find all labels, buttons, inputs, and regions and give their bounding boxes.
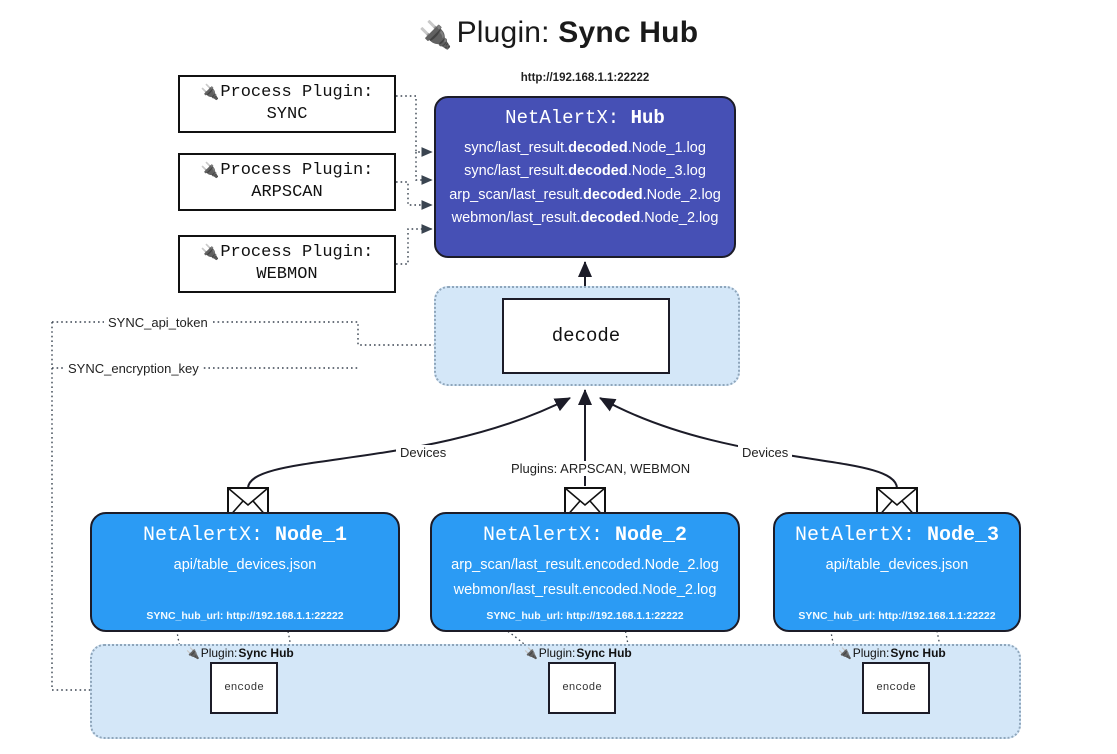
node-line: api/table_devices.json bbox=[825, 557, 969, 573]
plug-icon: 🔌 bbox=[838, 647, 852, 660]
node-hub-url-label: SYNC_hub_url: http://192.168.1.1:22222 bbox=[486, 610, 684, 622]
hub-log-row: webmon/last_result.decoded.Node_2.log bbox=[436, 207, 734, 231]
node-box-node-3[interactable]: NetAlertX: Node_3 api/table_devices.json… bbox=[773, 512, 1021, 632]
hub-log-row: sync/last_result.decoded.Node_3.log bbox=[436, 160, 734, 184]
hub-log-mid: decoded bbox=[568, 163, 628, 179]
node-box-node-1[interactable]: NetAlertX: Node_1 api/table_devices.json… bbox=[90, 512, 400, 632]
node-title-name: Node_1 bbox=[275, 524, 348, 547]
process-plugin-heading: Process Plugin: bbox=[220, 161, 374, 181]
encoder-plugin-label-1: 🔌Plugin: Sync Hub bbox=[186, 646, 294, 660]
hub-log-post: .Node_1.log bbox=[627, 139, 706, 156]
process-plugin-webmon[interactable]: 🔌Process Plugin: WEBMON bbox=[178, 235, 396, 293]
hub-log-row: arp_scan/last_result.decoded.Node_2.log bbox=[436, 183, 734, 207]
hub-title-name: Hub bbox=[630, 107, 665, 129]
edge-label-devices-right: Devices bbox=[738, 445, 793, 460]
plug-icon: 🔌 bbox=[418, 20, 453, 50]
plug-icon: 🔌 bbox=[524, 647, 538, 660]
node-hub-url-label: SYNC_hub_url: http://192.168.1.1:22222 bbox=[146, 610, 344, 622]
plug-icon: 🔌 bbox=[200, 162, 220, 180]
hub-log-post: .Node_2.log bbox=[640, 210, 719, 226]
hub-log-pre: webmon/last_result. bbox=[451, 210, 581, 226]
plug-icon: 🔌 bbox=[200, 244, 220, 262]
node-line: arp_scan/last_result.encoded.Node_2.log bbox=[451, 557, 719, 573]
hub-log-pre: sync/last_result. bbox=[464, 139, 569, 156]
node-line: webmon/last_result.encoded.Node_2.log bbox=[453, 582, 717, 599]
edge-label-encryption-key: SYNC_encryption_key bbox=[64, 361, 203, 376]
process-plugin-name: WEBMON bbox=[256, 265, 318, 284]
encoder-plugin-name: Sync Hub bbox=[890, 646, 946, 660]
hub-log-row: sync/last_result.decoded.Node_1.log bbox=[436, 136, 734, 160]
hub-log-mid: decoded bbox=[568, 139, 628, 156]
hub-box[interactable]: NetAlertX: Hub sync/last_result.decoded.… bbox=[434, 96, 736, 258]
page-title: 🔌Plugin: Sync Hub bbox=[0, 16, 1117, 50]
plug-icon: 🔌 bbox=[200, 84, 220, 102]
plug-icon: 🔌 bbox=[186, 647, 200, 660]
node-box-node-2[interactable]: NetAlertX: Node_2 arp_scan/last_result.e… bbox=[430, 512, 740, 632]
hub-log-pre: sync/last_result. bbox=[464, 163, 569, 179]
node-hub-url-label: SYNC_hub_url: http://192.168.1.1:22222 bbox=[798, 610, 996, 622]
hub-log-post: .Node_2.log bbox=[642, 186, 721, 203]
decode-box[interactable]: decode bbox=[502, 298, 670, 374]
process-plugin-heading: Process Plugin: bbox=[220, 83, 374, 103]
hub-log-mid: decoded bbox=[580, 210, 641, 226]
page-title-prefix: Plugin: bbox=[456, 16, 559, 49]
page-title-name: Sync Hub bbox=[558, 16, 699, 49]
process-plugin-arpscan[interactable]: 🔌Process Plugin: ARPSCAN bbox=[178, 153, 396, 211]
process-plugin-sync[interactable]: 🔌Process Plugin: SYNC bbox=[178, 75, 396, 133]
hub-log-post: .Node_3.log bbox=[627, 163, 706, 179]
node-title-name: Node_2 bbox=[615, 524, 688, 547]
encode-box-1[interactable]: encode bbox=[210, 662, 278, 714]
node-line: api/table_devices.json bbox=[173, 557, 317, 573]
edge-label-devices-left: Devices bbox=[396, 445, 451, 460]
encoder-plugin-name: Sync Hub bbox=[576, 646, 632, 660]
process-plugin-name: ARPSCAN bbox=[251, 183, 323, 202]
encoder-plugin-prefix: Plugin: bbox=[852, 646, 890, 660]
encoder-plugin-name: Sync Hub bbox=[238, 646, 294, 660]
encode-box-3[interactable]: encode bbox=[862, 662, 930, 714]
node-title-prefix: NetAlertX: bbox=[142, 524, 275, 547]
encoder-plugin-prefix: Plugin: bbox=[538, 646, 576, 660]
node-title-prefix: NetAlertX: bbox=[794, 524, 927, 547]
edge-label-plugins-mid: Plugins: ARPSCAN, WEBMON bbox=[507, 461, 695, 476]
encoder-plugin-prefix: Plugin: bbox=[200, 646, 238, 660]
hub-url-label: http://192.168.1.1:22222 bbox=[520, 72, 650, 84]
encoder-plugin-label-3: 🔌Plugin: Sync Hub bbox=[838, 646, 946, 660]
process-plugin-name: SYNC bbox=[266, 105, 308, 124]
process-plugin-heading: Process Plugin: bbox=[220, 243, 374, 263]
hub-log-mid: decoded bbox=[582, 186, 643, 203]
encoder-plugin-label-2: 🔌Plugin: Sync Hub bbox=[524, 646, 632, 660]
node-title-prefix: NetAlertX: bbox=[482, 524, 615, 547]
hub-title-prefix: NetAlertX: bbox=[505, 107, 631, 129]
hub-log-pre: arp_scan/last_result. bbox=[449, 186, 583, 203]
encode-box-2[interactable]: encode bbox=[548, 662, 616, 714]
node-title-name: Node_3 bbox=[927, 524, 1000, 547]
edge-label-api-token: SYNC_api_token bbox=[104, 315, 212, 330]
